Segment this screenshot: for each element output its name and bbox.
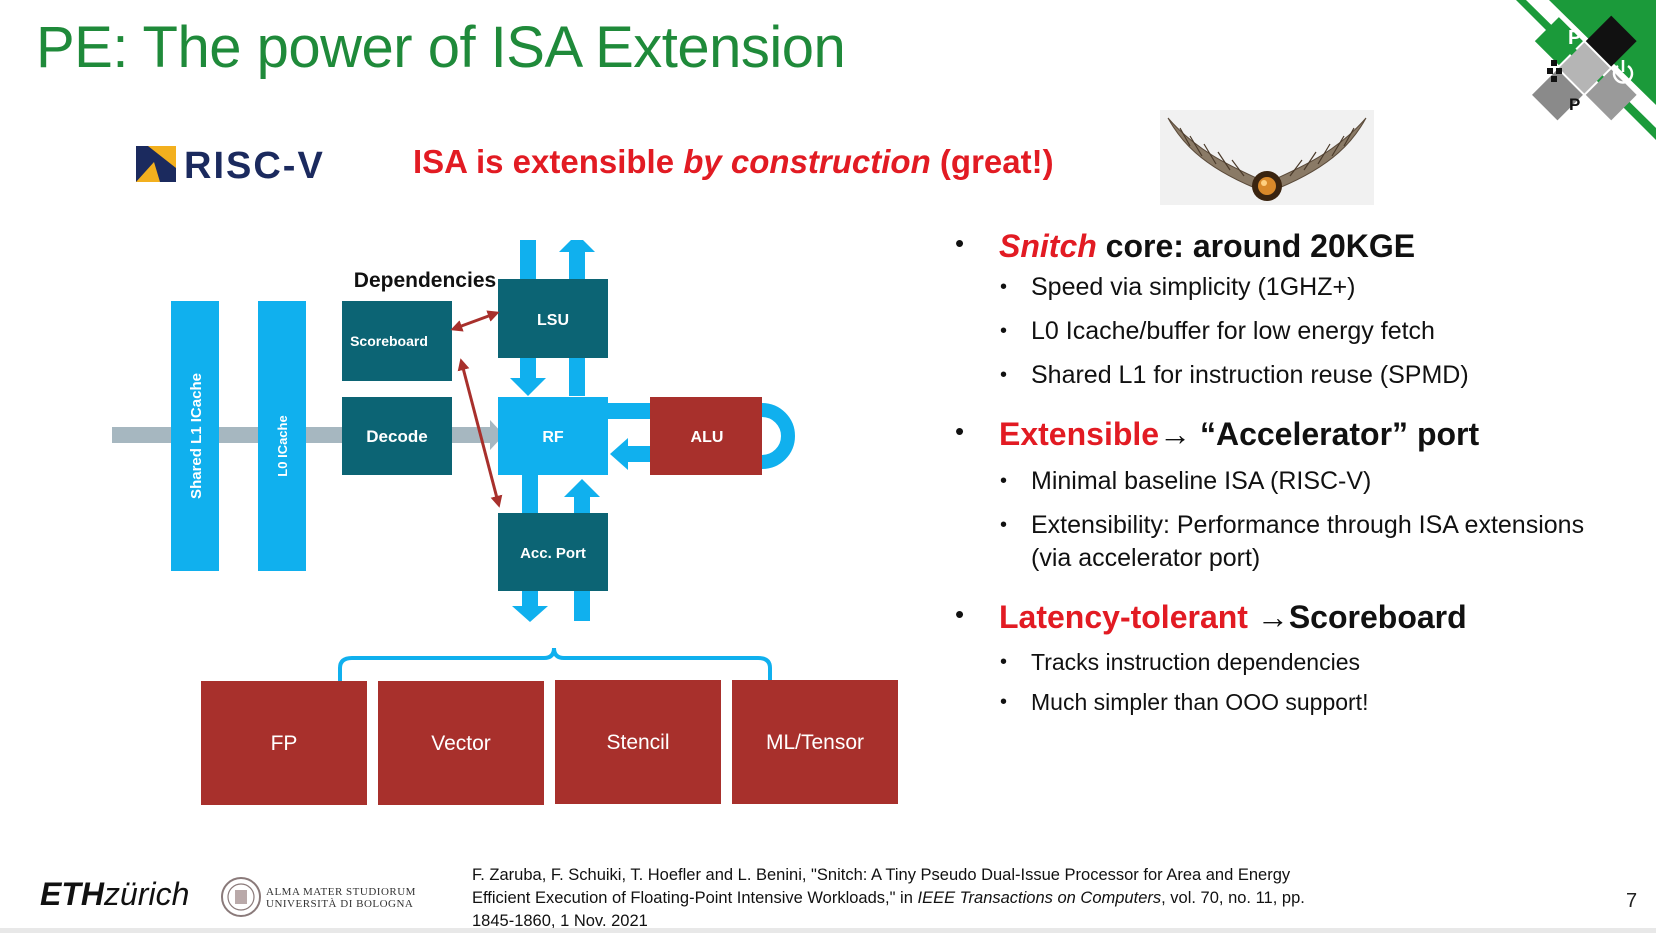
arrow-icon: → [1247, 599, 1289, 635]
lsu-up-arrowhead [559, 240, 595, 252]
scoreboard-block [342, 301, 452, 381]
sub-bullet-text: Shared L1 for instruction reuse (SPMD) [1031, 361, 1469, 389]
rf-block [498, 397, 608, 475]
arrow-icon: → [1159, 416, 1192, 452]
acc-rf-up-arrowhead [564, 479, 600, 497]
l0-icache-block [258, 301, 306, 571]
acc-port-block [498, 513, 608, 591]
slide-title: PE: The power of ISA Extension [36, 15, 846, 80]
shared-l1-icache-label: Shared L1 ICache [188, 373, 205, 499]
acc-down-arrowhead [512, 606, 548, 622]
bullet-latency-highlight: Latency-tolerant [999, 599, 1248, 635]
lsu-label: LSU [537, 312, 569, 329]
page-number: 7 [1626, 890, 1638, 912]
eth-logo-rest: zürich [104, 876, 190, 912]
alu-rf-arrowhead [610, 438, 628, 470]
bullet-latency-text: Scoreboard [1288, 599, 1467, 635]
accelerator-fp-block [201, 681, 367, 805]
decode-block [342, 397, 452, 475]
alu-loopback-arc [761, 403, 795, 469]
snitch-architecture-diagram: Shared L1 ICache L0 ICache Dependencies … [112, 240, 898, 805]
l0-icache-label: L0 ICache [275, 415, 290, 476]
accelerator-fp-label: FP [271, 732, 298, 755]
bottom-divider [0, 928, 1656, 933]
corner-logo-letter-2: P [1569, 95, 1580, 114]
accelerator-ml-tensor-block [732, 680, 898, 804]
riscv-logo-text: RISC-V [184, 145, 325, 186]
shared-l1-icache-block [171, 301, 219, 571]
scoreboard-acc-dependency-arrow [457, 358, 503, 508]
bullet-snitch-text: core: around 20KGE [1096, 228, 1416, 264]
bullet-extensible-text: “Accelerator” port [1191, 416, 1480, 452]
rf-lsu-line-up [569, 358, 585, 396]
tagline-emphasis: by construction [683, 143, 931, 180]
sub-bullet-text: Tracks instruction dependencies [1031, 649, 1360, 675]
accelerator-stencil-block [555, 680, 721, 804]
bullet-snitch-highlight: Snitch [999, 228, 1097, 264]
eth-zurich-logo: ETHzürich [40, 876, 189, 913]
alu-block [650, 397, 762, 475]
lsu-block [498, 279, 608, 358]
eth-logo-bold: ETH [40, 876, 104, 912]
lsu-rf-line-down [520, 358, 536, 380]
rf-label: RF [542, 429, 564, 446]
accelerator-bracket [338, 647, 772, 682]
alu-rf-line [628, 446, 652, 462]
citation-part-1: F. Zaruba, F. Schuiki, T. Hoefler and L.… [472, 866, 1291, 907]
sub-bullet-text: L0 Icache/buffer for low energy fetch [1031, 317, 1435, 345]
power-icon [1612, 60, 1634, 84]
sub-bullet-text: Much simpler than OOO support! [1031, 689, 1369, 715]
unibo-line-2: UNIVERSITÀ DI BOLOGNA [266, 898, 414, 910]
citation: F. Zaruba, F. Schuiki, T. Hoefler and L.… [472, 864, 1332, 933]
sub-bullet-text: Extensibility: Performance through ISA e… [1031, 511, 1585, 539]
accelerator-vector-label: Vector [431, 732, 491, 755]
lsu-rf-down-arrowhead [510, 378, 546, 396]
golden-snitch-image [1160, 110, 1374, 205]
unibo-logo-text: ALMA MATER STUDIORUM UNIVERSITÀ DI BOLOG… [266, 886, 416, 910]
unibo-line-1: ALMA MATER STUDIORUM [266, 886, 416, 898]
accelerator-ml-tensor-label: ML/Tensor [766, 731, 864, 754]
tagline-suffix: (great!) [930, 143, 1054, 180]
scoreboard-lsu-dependency-arrow [450, 310, 500, 332]
corner-brand-logo: P P [1516, 0, 1656, 140]
corner-logo-letter-1: P [1568, 27, 1581, 49]
acc-up-line [574, 591, 590, 621]
riscv-logo: RISC-V [136, 145, 325, 186]
acc-down-line [522, 591, 538, 609]
lsu-top-line-left [520, 240, 536, 282]
dependencies-label: Dependencies [354, 269, 496, 292]
lsu-top-line-right [569, 250, 585, 282]
acc-port-label: Acc. Port [520, 545, 586, 562]
tagline-prefix: ISA is extensible [413, 143, 684, 180]
sub-bullet-text: (via accelerator port) [1031, 544, 1261, 572]
rf-acc-line-down [522, 475, 538, 513]
rf-alu-line [608, 403, 652, 419]
acc-rf-line-up [574, 495, 590, 513]
riscv-tagline: ISA is extensible by construction (great… [413, 143, 1054, 181]
decode-label: Decode [366, 427, 427, 446]
sub-bullet-text: Minimal baseline ISA (RISC-V) [1031, 467, 1372, 495]
bullet-extensible-highlight: Extensible [999, 416, 1160, 452]
scoreboard-label: Scoreboard [350, 333, 428, 349]
accelerator-vector-block [378, 681, 544, 805]
sub-bullet-text: Speed via simplicity (1GHZ+) [1031, 273, 1356, 301]
alu-label: ALU [691, 429, 724, 446]
accelerator-stencil-label: Stencil [606, 731, 669, 754]
citation-journal: IEEE Transactions on Computers [917, 889, 1162, 907]
citation-part-2: , vol. 70, no. 11, pp. 1845-1860, 1 Nov.… [472, 889, 1305, 930]
dots-icon [1547, 60, 1562, 82]
unibo-seal-icon [221, 877, 261, 917]
